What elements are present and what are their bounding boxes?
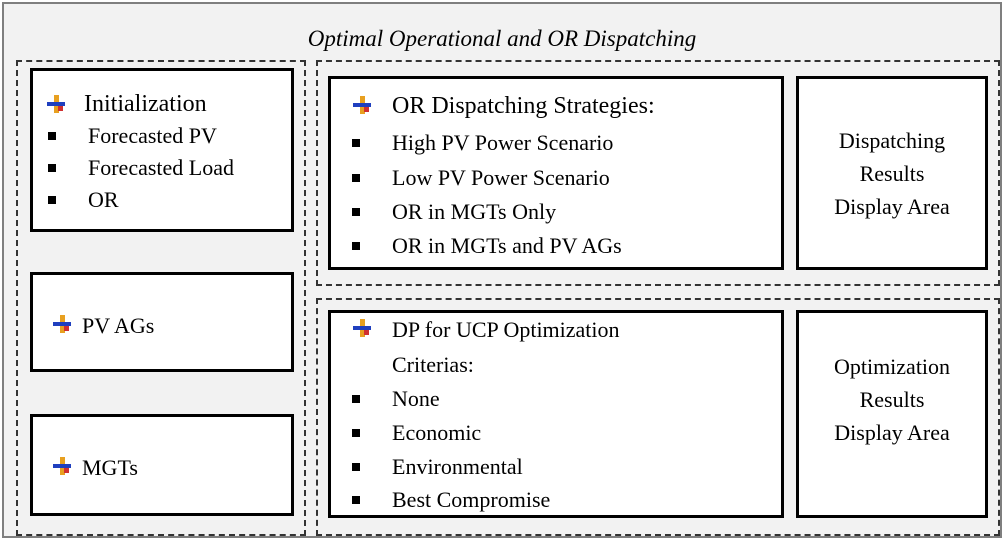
panel-title: Optimal Operational and OR Dispatching (307, 26, 697, 51)
bullet-icon (352, 496, 360, 504)
dp-ucp-heading-cont: Criterias: (392, 352, 474, 377)
list-item: Economic (392, 420, 482, 445)
list-item: OR in MGTs and PV AGs (392, 233, 622, 258)
plus-icon (353, 319, 371, 337)
bullet-icon (352, 174, 360, 182)
left-group (16, 60, 306, 536)
dp-ucp-heading: DP for UCP Optimization (392, 317, 620, 342)
plus-icon (353, 96, 371, 114)
mgts-box (30, 414, 294, 516)
list-item: OR (88, 187, 119, 212)
dispatching-group (316, 60, 1000, 286)
dispatching-results-box (796, 76, 988, 270)
or-strategies-box (328, 76, 784, 270)
initialization-box (30, 68, 294, 232)
bullet-icon (352, 463, 360, 471)
bullet-icon (352, 208, 360, 216)
bullet-icon (352, 429, 360, 437)
bullet-icon (352, 242, 360, 250)
list-item: Best Compromise (392, 487, 551, 512)
bullet-icon (352, 139, 360, 147)
pv-ags-box (30, 272, 294, 372)
bullet-icon (352, 395, 360, 403)
optimization-results-label: Optimization Results Display Area (833, 354, 951, 445)
pv-ags-label: PV AGs (82, 313, 155, 338)
list-item: Forecasted PV (88, 123, 217, 148)
list-item: OR in MGTs Only (392, 199, 557, 224)
optimization-group (316, 298, 1000, 536)
or-strategies-heading: OR Dispatching Strategies: (392, 93, 655, 119)
dispatching-results-label: Dispatching Results Display Area (834, 128, 950, 219)
list-item: Environmental (392, 454, 523, 479)
plus-icon (53, 457, 71, 475)
list-item: Low PV Power Scenario (392, 165, 610, 190)
bullet-icon (48, 196, 56, 204)
mgts-label: MGTs (82, 455, 138, 480)
bullet-icon (48, 132, 56, 140)
initialization-heading: Initialization (84, 91, 207, 117)
optimization-results-box (796, 310, 988, 518)
dp-ucp-box (328, 310, 784, 518)
list-item: Forecasted Load (88, 155, 234, 180)
plus-icon (47, 95, 65, 113)
plus-icon (53, 315, 71, 333)
list-item: High PV Power Scenario (392, 130, 614, 155)
bullet-icon (48, 164, 56, 172)
list-item: None (392, 386, 440, 411)
